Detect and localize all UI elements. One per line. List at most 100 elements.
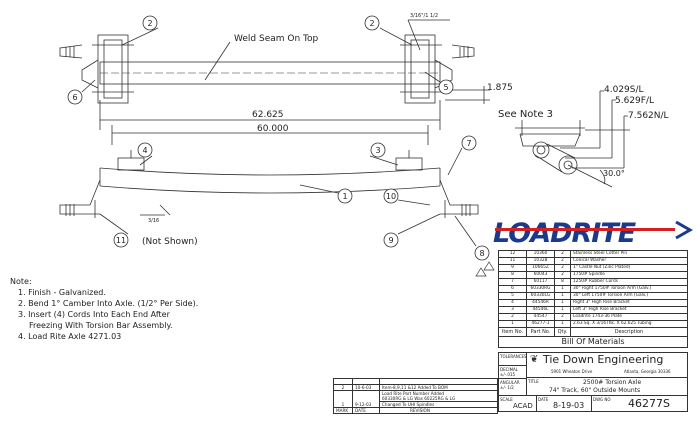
bom-qty: 2 [554,264,571,272]
svg-text:4: 4 [142,146,147,155]
dim-f-l: 5.629F/L [615,96,654,106]
balloon-1: 1 [337,188,353,204]
weld-symbol-front: 3/16 [148,218,159,224]
bom-item-no: 5 [498,292,527,300]
header-item-no: Item No. [498,327,527,337]
note-4: 4. Load Rite Axle 4271.03 [18,332,122,341]
bom-qty: 2 [554,250,571,258]
bom-part-no: 10360 [526,250,555,258]
svg-text:6: 6 [72,93,77,102]
dim-inner-length: 60.000 [257,124,289,134]
company-name: Tie Down Engineering [543,353,664,366]
note-2: 2. Bend 1° Camber Into Axle. (1/2° Per S… [18,299,199,308]
bom-item-no: 7 [498,278,527,286]
balloon-2-left: 2 [142,15,158,31]
bom-item-no: 2 [498,313,527,321]
bom-item-no: 8 [498,271,527,279]
weld-seam-note: Weld Seam On Top [234,34,318,44]
bom-item-no: 6 [498,285,527,293]
rev-mark: 1 [333,390,353,408]
tolerances-label: TOLERANCES [499,353,527,366]
see-note-3: See Note 3 [498,109,553,120]
svg-text:3: 3 [375,146,380,155]
date-label: DATE [538,397,549,402]
bom-header: Item No. Part No. Qty. Description [498,327,688,337]
bom-description: Loadrite 1743-36 Plate [570,313,688,321]
loadrite-logo: LOADRITE [493,218,694,249]
bom-item-no: 3 [498,306,527,314]
note-3-cont: Freezing With Torsion Bar Assembly. [29,321,173,330]
header-revision: REVISION [379,407,498,414]
date-value: 8-19-03 [553,401,585,410]
bom-description: Conical Washer [570,257,688,265]
svg-text:9: 9 [388,236,393,245]
bom-part-no: 46277-1 [526,320,555,328]
bom-part-no: 10665Z [526,264,555,272]
not-shown-label: (Not Shown) [142,237,198,247]
front-view-left-spindle [59,179,101,218]
company-street: 5901 Wheaton Drive [551,369,593,374]
bom-item-no: 4 [498,299,527,307]
tree-logo-icon: ❦ [530,354,539,365]
bom-item-no: 11 [498,257,527,265]
revision-triangles-icon [475,261,495,277]
rev-date: 9-12-03 [352,390,380,408]
dwg-number: 46277S [628,397,670,410]
scale-value: ACAD [513,402,533,410]
svg-text:2: 2 [147,19,152,28]
bom-qty: 1 [554,292,571,300]
balloon-2-right: 2 [364,15,380,31]
balloon-5: 5 [438,79,454,95]
header-part-no: Part No. [526,327,555,337]
dim-angle: 30.0° [603,169,625,178]
bom-qty: 2 [554,271,571,279]
decimal-cell: DECIMAL±/-.015 [499,366,527,379]
dim-offset: 1.875 [487,83,513,93]
date-cell: DATE 8-19-03 [537,396,592,412]
side-view-torsion-arm [515,90,630,188]
bom-item-no: 12 [498,250,527,258]
balloon-4: 4 [137,142,153,158]
bom-description: 2.63 Sq. X 3/16Thk. X 62.625 Tubing [570,320,688,328]
revision-block: 2 10-6-03 Item-8,9,11 &12 Added To BOM 1… [333,378,498,414]
bom-description: 1" Castle Nut (Zinc Plated) [570,264,688,272]
notes-title: Note: [10,277,32,286]
bom-description: Stainless Steel Cotter Pin [570,250,688,258]
angular-value: ±/- 1/2 [500,385,514,390]
bom-caption: Bill Of Materials [498,336,688,348]
balloon-9: 9 [383,232,399,248]
bom-part-no: 44546L [526,306,555,314]
bom-description: 30° Left 1750# Torsion Arm (Galv.) [570,292,688,300]
svg-text:LOADRITE: LOADRITE [493,218,637,249]
svg-text:5: 5 [443,83,448,92]
front-view-right-spindle [439,179,479,218]
bom-part-no: 44546R [526,299,555,307]
decimal-value: ±/-.015 [500,372,516,377]
svg-text:10: 10 [386,192,396,201]
rev-text: 60330RG & LG Was 60225RG & LG [382,396,456,401]
top-view-axle-tube [99,61,441,85]
top-view-left-bracket [81,34,134,104]
top-view-right-spindle [451,44,475,59]
top-view-left-spindle [59,44,83,59]
bom-part-no: 60117 [526,278,555,286]
svg-text:1: 1 [342,192,347,201]
dim-n-l: 7.562N/L [628,111,669,121]
bom-qty: 1 [554,306,571,314]
bom-part-no: 60043 [526,271,555,279]
balloon-10: 10 [383,188,399,204]
bom-description: 30° Right 1750# Torsion Arm (Galv.) [570,285,688,293]
bom-description: 1250# Rubber Cords [570,278,688,286]
bom-part-no: 60330RG [526,285,555,293]
bom-qty: 2 [554,313,571,321]
